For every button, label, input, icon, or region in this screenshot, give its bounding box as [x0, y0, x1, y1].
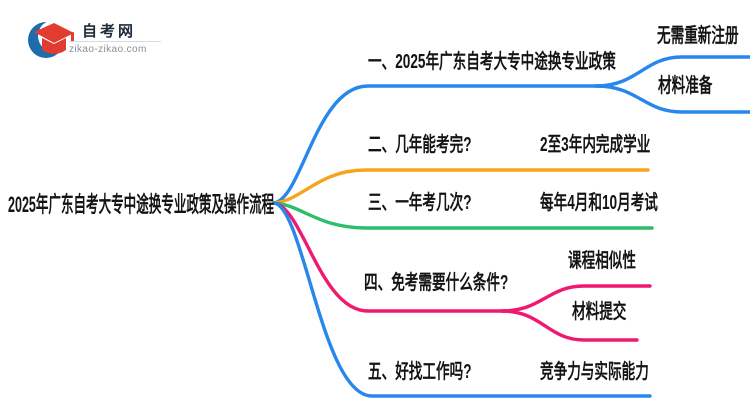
root-node[interactable]: 2025年广东自考大专中途换专业政策及操作流程 [8, 192, 275, 217]
branch-2-node[interactable]: 二、几年能考完? [368, 134, 472, 156]
graduation-cap-icon [28, 20, 74, 58]
branch-4-node[interactable]: 四、免考需要什么条件? [364, 272, 509, 294]
branch-2-line [272, 168, 650, 205]
logo-domain: zikao-zikao.com [69, 44, 147, 55]
branch-3-node[interactable]: 三、一年考几次? [368, 192, 472, 214]
branch-3-line [272, 201, 654, 230]
branch-1-child-1[interactable]: 无需重新注册 [657, 25, 739, 47]
branch-4-line [272, 201, 510, 313]
site-logo: 自考网 zikao-zikao.com [26, 10, 206, 65]
logo-divider [69, 41, 161, 42]
branch-1-node[interactable]: 一、2025年广东自考大专中途换专业政策 [368, 51, 616, 73]
branch-4-child-line-2 [500, 309, 639, 342]
branch-4-child-2[interactable]: 材料提交 [572, 301, 627, 323]
branch-1-child-line-2 [594, 84, 750, 114]
branch-5-child-1[interactable]: 竞争力与实际能力 [540, 361, 649, 383]
branch-1-child-line-1 [594, 55, 750, 88]
branch-5-node[interactable]: 五、好找工作吗? [368, 361, 472, 383]
branch-1-line [272, 84, 604, 205]
branch-4-child-1[interactable]: 课程相似性 [568, 250, 636, 272]
branch-4-child-line-1 [500, 284, 652, 313]
branch-5-line [272, 201, 652, 398]
branch-2-child-1[interactable]: 2至3年内完成学业 [540, 134, 651, 156]
branch-1-child-2[interactable]: 材料准备 [658, 75, 713, 97]
logo-site-name: 自考网 [82, 23, 137, 40]
branch-3-child-1[interactable]: 每年4月和10月考试 [540, 192, 658, 214]
